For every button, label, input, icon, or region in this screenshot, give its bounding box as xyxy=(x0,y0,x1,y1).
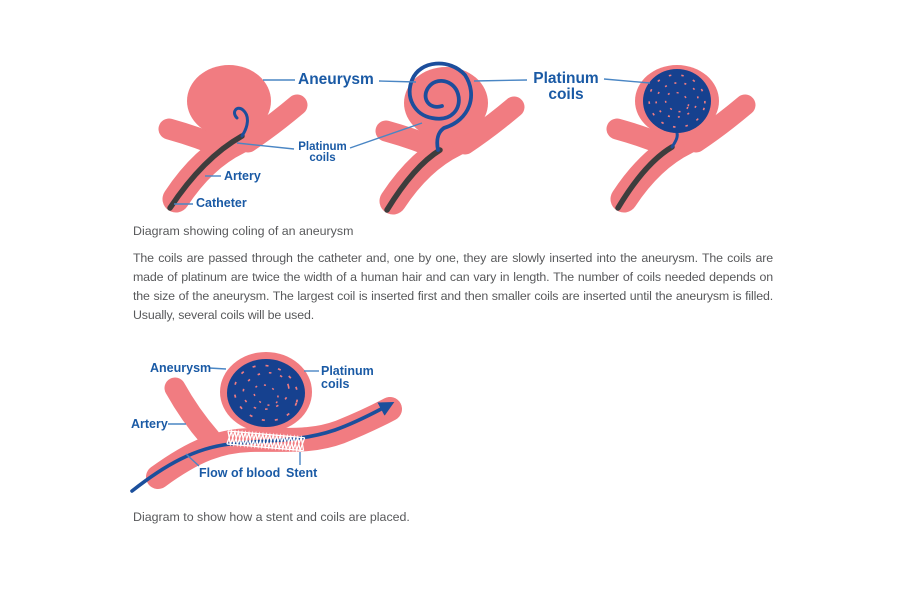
catheter xyxy=(167,133,245,211)
coil-wire-neck xyxy=(670,131,679,149)
blood-flow-line xyxy=(130,402,395,493)
coil-loops xyxy=(407,61,474,152)
catheter xyxy=(384,147,443,213)
packed-coil-ball xyxy=(227,359,305,427)
catheter xyxy=(615,144,675,211)
stent-figure-artwork xyxy=(130,352,402,493)
stent-figure-caption: Diagram to show how a stent and coils ar… xyxy=(133,510,410,524)
coiling-stage-2 xyxy=(386,64,514,210)
artery-label-stent-figure: Artery xyxy=(131,417,168,431)
platinum-coils-label-small: Platinum coils xyxy=(298,141,347,164)
coiling-figure-caption: Diagram showing coling of an aneurysm xyxy=(133,224,354,238)
artery-branch xyxy=(164,377,221,449)
body-paragraph: The coils are passed through the cathete… xyxy=(133,251,773,322)
platinum-coils-label-bold: Platinum coils xyxy=(533,70,599,103)
aneurysm-label: Aneurysm xyxy=(298,71,374,88)
stent-label: Stent xyxy=(286,466,318,480)
platinum-coils-label-stent-figure: Platinum coils xyxy=(321,364,374,391)
packed-coil-ball xyxy=(643,69,711,133)
artery-label: Artery xyxy=(224,169,261,183)
coil-wire-start xyxy=(233,106,249,138)
label-connector-lines xyxy=(168,78,651,467)
aneurysm-label-stent-figure: Aneurysm xyxy=(150,361,212,375)
coiling-stage-3 xyxy=(617,65,745,208)
flow-of-blood-label: Flow of blood xyxy=(199,466,281,480)
stent-mesh xyxy=(226,428,306,453)
coiling-stage-1 xyxy=(169,65,297,208)
catheter-label: Catheter xyxy=(196,196,247,210)
